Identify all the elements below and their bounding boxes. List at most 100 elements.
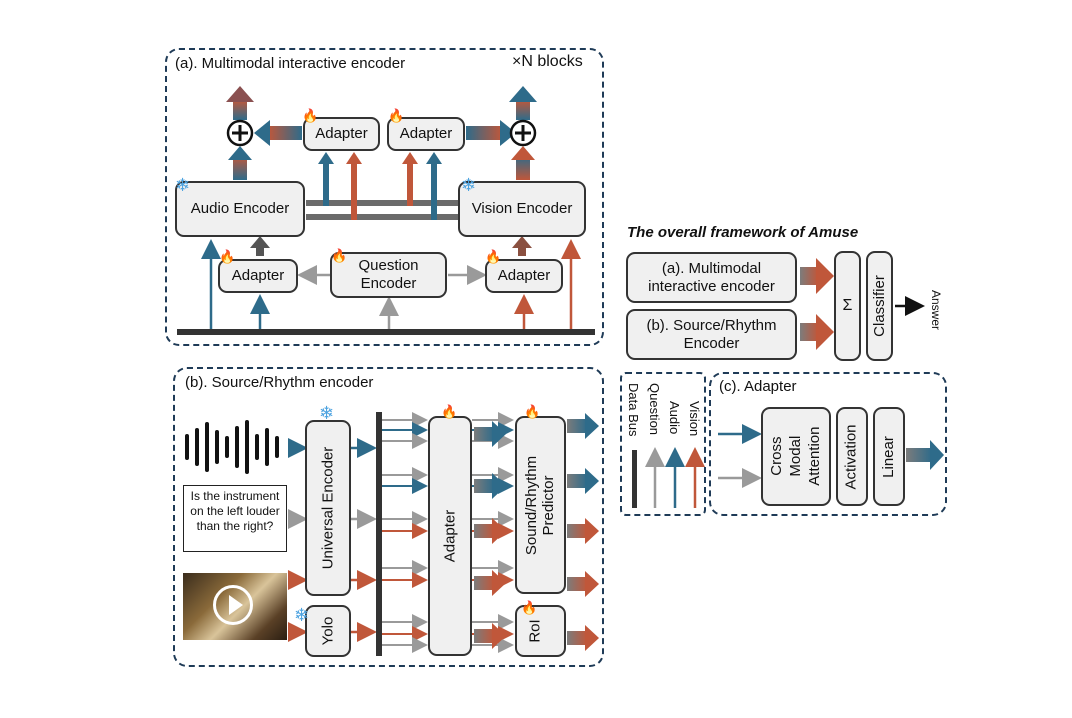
adapter-out-arrow	[906, 448, 932, 462]
vision-encoder-label: Vision Encoder	[471, 200, 573, 217]
audio-encoder-box: Audio Encoder	[175, 181, 305, 237]
adapter-box-b: Adapter	[428, 416, 472, 656]
trainable-flame-icon: 🔥	[302, 108, 319, 123]
roi-label: RoI	[526, 619, 544, 643]
audio-to-adapter	[431, 160, 437, 220]
encoder-up-arrow	[516, 156, 530, 180]
panel-source-rhythm-encoder	[173, 367, 604, 667]
big-arrowhead	[492, 623, 506, 649]
linear-box: Linear	[873, 407, 905, 506]
legend-vision-label: Vision	[687, 401, 702, 437]
arrowhead	[816, 314, 834, 350]
adapter-label: Adapter	[441, 509, 459, 563]
big-arrowhead	[585, 413, 599, 439]
yolo-box: Yolo	[305, 605, 351, 657]
sum-box: Σ	[834, 251, 861, 361]
big-arrow-shaft	[567, 631, 587, 645]
trainable-flame-icon: 🔥	[219, 249, 236, 264]
adapter-label: Adapter	[315, 125, 368, 142]
activation-label: Activation	[843, 423, 861, 490]
output-arrow	[233, 100, 247, 120]
cross-bar	[306, 214, 458, 220]
arrowhead	[254, 120, 270, 146]
big-arrowhead	[585, 625, 599, 651]
cross-modal-attention-box: Cross Modal Attention	[761, 407, 831, 506]
framework-arrow	[800, 267, 818, 285]
framework-box-b: (b). Source/Rhythm Encoder	[626, 309, 797, 360]
arrowhead	[512, 236, 532, 248]
trainable-flame-icon: 🔥	[521, 600, 538, 615]
linear-label: Linear	[880, 435, 898, 478]
panel-b-title: (b). Source/Rhythm encoder	[185, 374, 374, 391]
big-arrowhead	[585, 468, 599, 494]
big-arrow-shaft	[474, 629, 494, 643]
vision-to-adapter	[351, 160, 357, 220]
universal-encoder-label: Universal Encoder	[319, 446, 336, 570]
universal-encoder-box: Universal Encoder	[305, 420, 351, 596]
framework-box-b-label: (b). Source/Rhythm Encoder	[646, 316, 777, 352]
video-thumbnail	[183, 573, 287, 640]
frozen-snowflake-icon: ❄	[461, 175, 477, 195]
yolo-label: Yolo	[319, 616, 336, 646]
big-arrowhead	[492, 518, 506, 544]
roi-box: RoI	[515, 605, 566, 657]
big-arrowhead	[492, 473, 506, 499]
arrowhead	[930, 440, 944, 470]
trainable-flame-icon: 🔥	[524, 404, 541, 419]
arrowhead	[226, 86, 254, 102]
question-encoder-box: Question Encoder	[330, 252, 447, 298]
adapter-box-vision: Adapter	[485, 259, 563, 293]
panel-multimodal-encoder	[165, 48, 604, 346]
arrowhead	[816, 258, 834, 294]
panel-a-title: (a). Multimodal interactive encoder	[175, 55, 406, 72]
big-arrow-shaft	[567, 419, 587, 433]
adapter-to-audio	[256, 244, 264, 256]
activation-box: Activation	[836, 407, 868, 506]
data-bus-a	[177, 329, 595, 335]
legend-bus-swatch	[632, 450, 637, 508]
big-arrowhead	[492, 570, 506, 596]
vision-to-adapter	[407, 160, 413, 206]
blocks-label: ×N blocks	[512, 53, 583, 70]
legend-audio-label: Audio	[667, 401, 682, 435]
sum-label: Σ	[842, 297, 853, 315]
play-circle-icon	[213, 585, 253, 625]
play-triangle-icon	[229, 595, 243, 615]
adapter-label: Adapter	[399, 125, 453, 142]
adapter-box-top-right: Adapter	[387, 117, 465, 151]
answer-label: Answer	[929, 290, 943, 331]
arrowhead	[228, 146, 252, 160]
big-arrow-group	[474, 413, 599, 651]
adapter-label: Adapter	[231, 267, 285, 284]
arrowhead	[346, 152, 362, 164]
audio-to-adapter	[323, 160, 329, 206]
plus-sign	[515, 125, 531, 141]
trainable-flame-icon: 🔥	[441, 404, 458, 419]
adapter-to-vision	[518, 244, 526, 256]
framework-arrow	[800, 323, 818, 341]
big-arrowhead	[585, 571, 599, 597]
legend-panel	[620, 372, 706, 516]
frozen-snowflake-icon: ❄	[294, 605, 310, 625]
legend-question-label: Question	[647, 383, 662, 436]
big-arrowhead	[492, 421, 506, 447]
cross-modal-attention-label: Cross Modal Attention	[767, 426, 823, 487]
panel-adapter	[709, 372, 947, 516]
big-arrowhead	[585, 518, 599, 544]
framework-box-a: (a). Multimodal interactive encoder	[626, 252, 797, 303]
arrowhead	[426, 152, 442, 164]
big-arrow-shaft	[567, 474, 587, 488]
arrowhead	[402, 152, 418, 164]
predictor-box: Sound/Rhythm Predictor	[515, 416, 566, 594]
question-text-box: Is the instrument on the left louder tha…	[183, 485, 287, 552]
arrowhead	[318, 152, 334, 164]
trainable-flame-icon: 🔥	[485, 249, 502, 264]
big-arrow-shaft	[474, 479, 494, 493]
framework-box-a-label: (a). Multimodal interactive encoder	[648, 259, 775, 295]
audio-encoder-label: Audio Encoder	[190, 200, 290, 217]
waveform-icon	[185, 420, 279, 474]
question-encoder-label: Question Encoder	[358, 257, 419, 292]
vision-encoder-box: Vision Encoder	[458, 181, 586, 237]
